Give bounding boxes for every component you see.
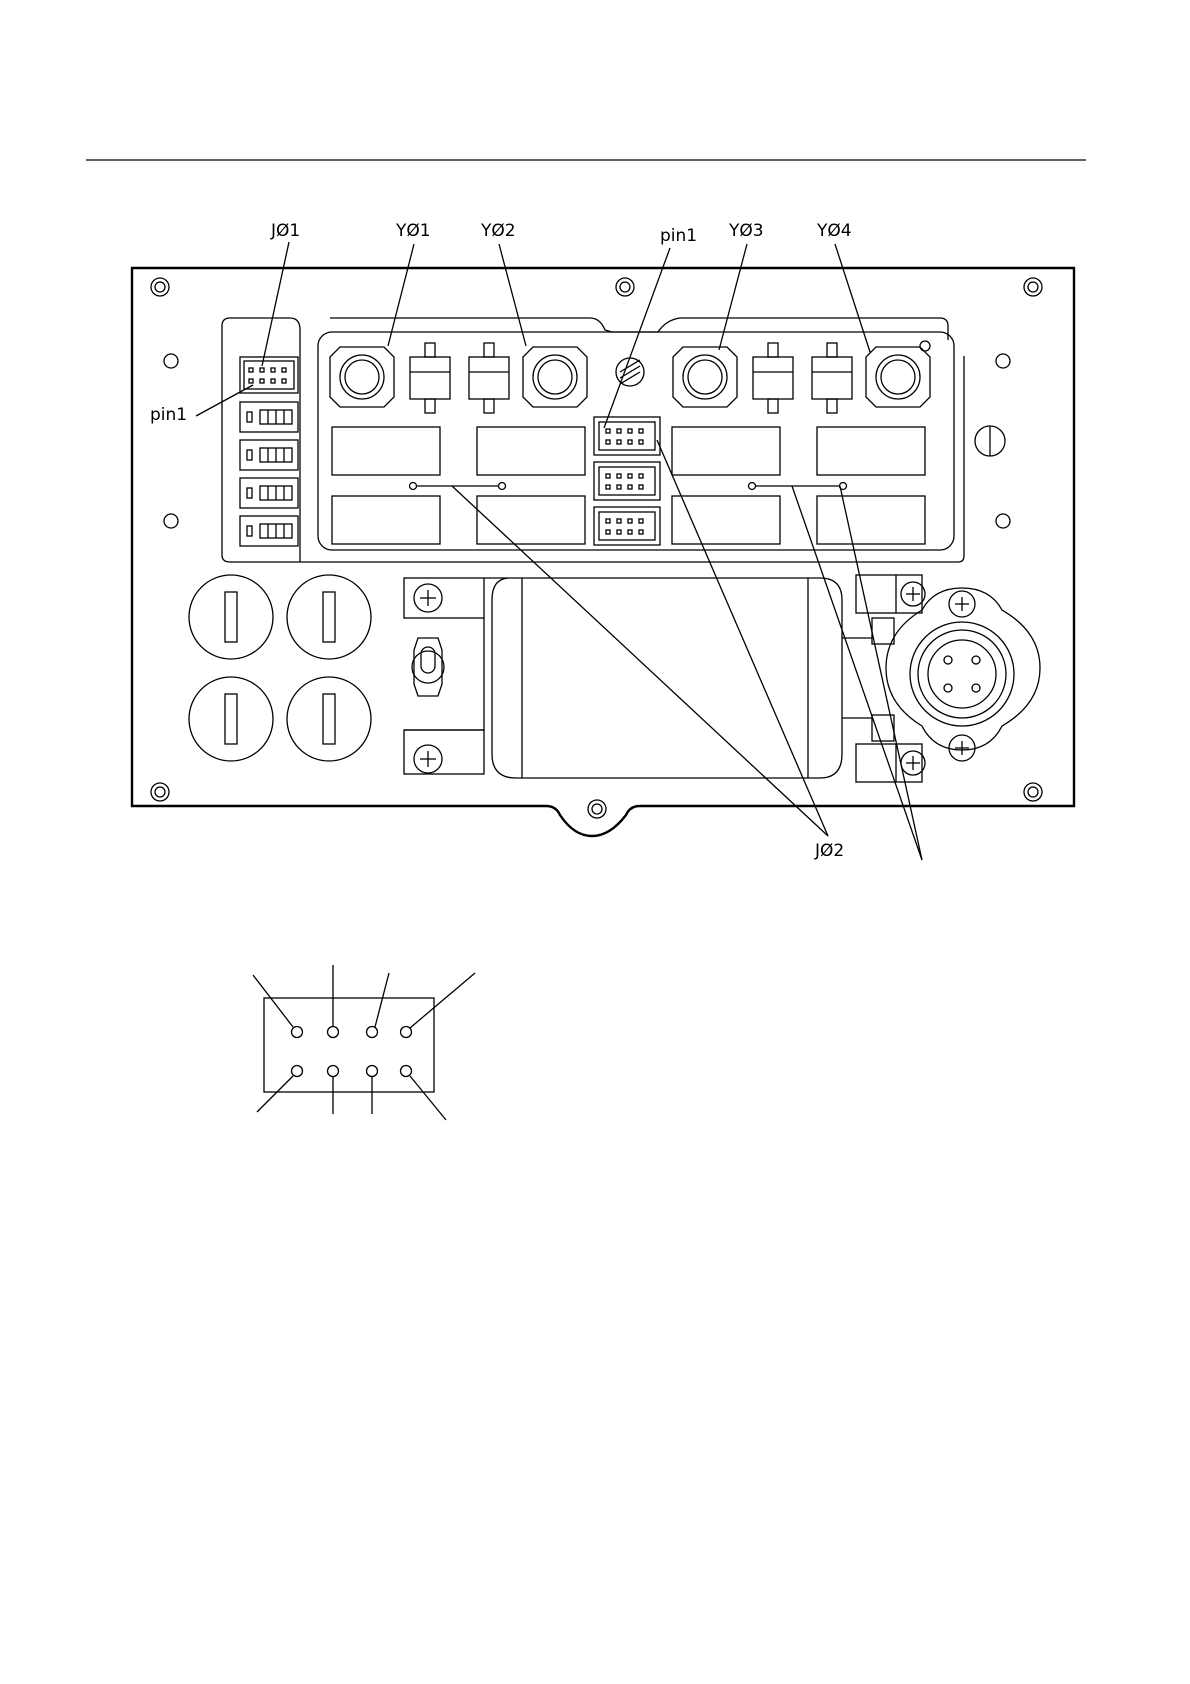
j02-connector-stack — [594, 417, 660, 545]
toggle-switch — [412, 638, 444, 696]
leader-lines — [196, 242, 922, 860]
label-pin1-left: pin1 — [150, 405, 187, 425]
label-y03: YØ3 — [728, 221, 764, 241]
power-module — [404, 578, 842, 778]
y03-socket — [673, 347, 737, 407]
mounting-screws — [151, 278, 1042, 818]
y02-socket — [523, 347, 587, 407]
upper-module — [222, 318, 964, 562]
center-screw-icon — [616, 358, 644, 386]
label-y02: YØ2 — [480, 221, 516, 241]
power-connector — [842, 575, 1040, 782]
panel-outline — [132, 268, 1074, 836]
label-y04: YØ4 — [816, 221, 852, 241]
label-j01: JØ1 — [270, 221, 300, 241]
y01-socket — [330, 347, 394, 407]
label-pin1-top: pin1 — [660, 226, 697, 246]
connector-pin-detail — [253, 965, 475, 1120]
callout-labels: JØ1 YØ1 YØ2 pin1 YØ3 YØ4 pin1 JØ2 — [150, 221, 852, 861]
y04-socket — [866, 347, 930, 407]
dip-switch-blocks — [240, 402, 298, 546]
label-j02: JØ2 — [814, 841, 844, 861]
label-y01: YØ1 — [395, 221, 431, 241]
fuse-holders — [189, 575, 371, 761]
